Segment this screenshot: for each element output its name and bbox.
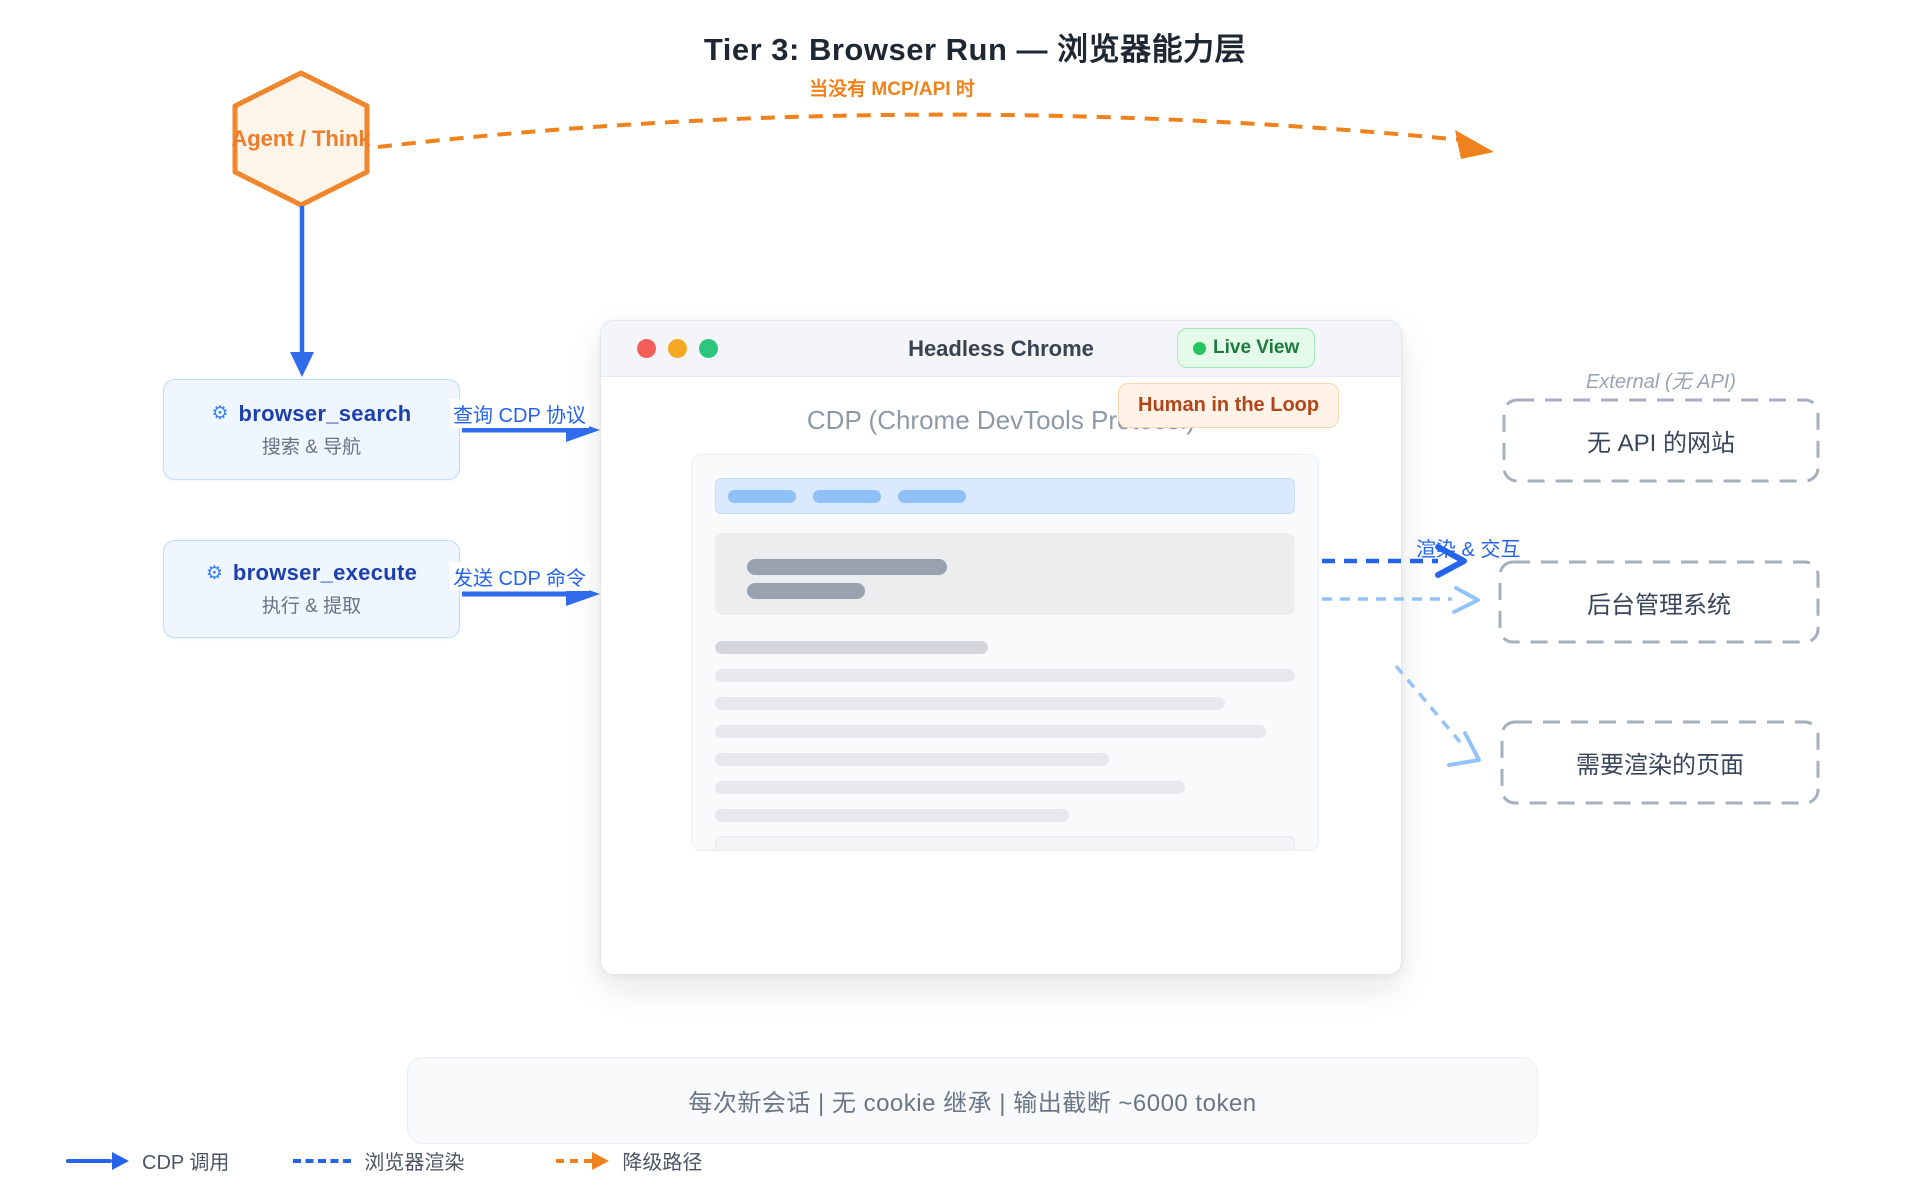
skeleton-bar <box>715 669 1295 682</box>
arrowhead-icon <box>112 1151 129 1170</box>
skeleton-input-box <box>715 836 1295 850</box>
tool-box-browser-search: ⚙ browser_search 搜索 & 导航 <box>163 379 460 480</box>
tool-name: browser_search <box>238 400 412 426</box>
window-titlebar: Headless Chrome Live View <box>601 321 1401 377</box>
live-view-badge: Live View <box>1177 328 1316 368</box>
skeleton-nav-pill <box>898 489 966 503</box>
tool-box-browser-execute: ⚙ browser_execute 执行 & 提取 <box>163 540 460 638</box>
render-interact-label: 渲染 & 交互 <box>1416 539 1521 561</box>
skeleton-hero-bar <box>747 583 865 599</box>
chevron-arrowhead-icon <box>1447 731 1481 767</box>
skeleton-hero-block <box>715 533 1295 615</box>
down-arrowhead-icon <box>290 352 314 377</box>
admin-system-box: 后台管理系统 <box>1498 560 1820 644</box>
skeleton-bar <box>715 753 1110 766</box>
legend-item-degrade-path: 降级路径 <box>556 1146 702 1175</box>
render-page-arrow <box>1394 664 1462 744</box>
agent-node-label: Agent / Think <box>231 126 371 151</box>
dashed-border <box>1498 560 1820 644</box>
dashed-line-icon <box>293 1158 352 1163</box>
minimize-traffic-light-icon <box>668 339 687 358</box>
render-page-label: 需要渲染的页面 <box>1576 752 1744 779</box>
headless-chrome-window: Headless Chrome Live View CDP (Chrome De… <box>600 320 1402 975</box>
legend-item-cdp-call: CDP 调用 <box>66 1146 229 1175</box>
skeleton-nav-pill <box>728 489 796 503</box>
tool-desc: 执行 & 提取 <box>261 596 362 617</box>
dashed-border <box>1500 720 1820 805</box>
degrade-condition-label: 当没有 MCP/API 时 <box>809 79 975 100</box>
live-view-label: Live View <box>1213 337 1300 358</box>
zoom-traffic-light-icon <box>699 339 718 358</box>
skeleton-bar <box>715 781 1185 794</box>
skeleton-hero-bar <box>747 559 947 575</box>
external-group-label: External (无 API) <box>1585 371 1737 393</box>
degrade-arrowhead-icon <box>1455 130 1494 159</box>
legend-label: 浏览器渲染 <box>364 1152 465 1174</box>
edge-label-query-cdp: 查询 CDP 协议 <box>450 399 589 428</box>
tool-desc: 搜索 & 导航 <box>261 436 362 458</box>
tool-title-row: ⚙ browser_execute <box>206 560 417 586</box>
gear-icon: ⚙ <box>211 403 229 424</box>
tool-name: browser_execute <box>232 560 418 585</box>
chevron-arrowhead-icon <box>1452 586 1480 614</box>
tool-title-row: ⚙ browser_search <box>211 401 411 427</box>
human-in-the-loop-badge: Human in the Loop <box>1118 383 1340 428</box>
skeleton-bar <box>715 809 1069 822</box>
close-traffic-light-icon <box>637 339 656 358</box>
skeleton-bar <box>715 725 1266 738</box>
window-title: Headless Chrome <box>908 336 1094 361</box>
solid-arrow-icon <box>66 1158 112 1163</box>
gear-icon: ⚙ <box>205 562 223 584</box>
skeleton-page-panel <box>691 454 1319 851</box>
session-constraints-note: 每次新会话 | 无 cookie 继承 | 输出截断 ~6000 token <box>407 1057 1538 1144</box>
admin-system-label: 后台管理系统 <box>1587 591 1731 619</box>
legend-label: CDP 调用 <box>142 1152 230 1174</box>
page-title: Tier 3: Browser Run — 浏览器能力层 <box>703 32 1247 67</box>
skeleton-bar <box>715 641 988 654</box>
degrade-path-arrow <box>377 112 1463 149</box>
arrowhead-icon <box>592 1151 610 1170</box>
legend-item-browser-render: 浏览器渲染 <box>293 1146 464 1175</box>
skeleton-navbar <box>715 478 1295 514</box>
skeleton-nav-pill <box>813 489 881 503</box>
dashed-border <box>1502 398 1820 483</box>
traffic-lights <box>637 339 718 358</box>
dashed-line-icon <box>556 1158 593 1163</box>
render-page-box: 需要渲染的页面 <box>1500 720 1820 805</box>
external-site-label: 无 API 的网站 <box>1586 430 1736 457</box>
live-dot-icon <box>1193 341 1206 355</box>
agent-hexagon <box>232 70 370 208</box>
legend-label: 降级路径 <box>622 1152 703 1174</box>
edge-label-send-cdp: 发送 CDP 命令 <box>450 562 589 591</box>
external-site-box: 无 API 的网站 <box>1502 398 1820 483</box>
legend: CDP 调用 浏览器渲染 降级路径 <box>66 1146 702 1175</box>
skeleton-bar <box>715 697 1226 710</box>
hexagon-shape <box>232 70 370 208</box>
